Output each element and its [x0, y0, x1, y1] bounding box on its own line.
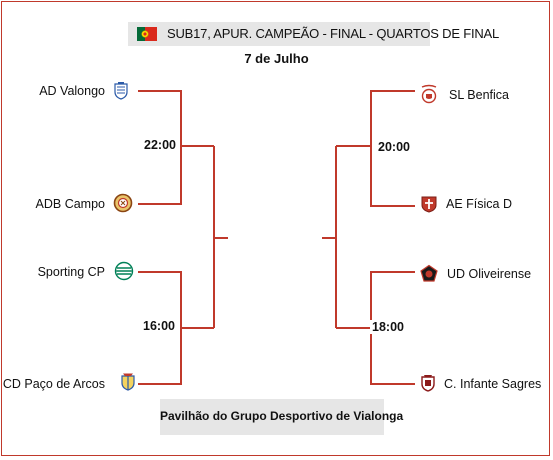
team-name-left: Sporting CP — [37, 265, 105, 279]
infante-sagres-crest-icon — [421, 375, 435, 392]
team-name-right: C. Infante Sagres — [444, 377, 542, 391]
team-name-left: ADB Campo — [35, 197, 105, 211]
valongo-crest-icon — [114, 82, 128, 100]
team-name-right: SL Benfica — [449, 88, 509, 102]
oliveirense-crest-icon — [420, 264, 438, 282]
team-name-right: UD Oliveirense — [447, 267, 532, 281]
bracket-line — [370, 90, 415, 207]
match-time: 18:00 — [370, 320, 406, 334]
benfica-crest-icon — [421, 84, 437, 104]
portugal-flag-icon — [137, 27, 157, 41]
match-time: 16:00 — [141, 319, 177, 333]
sporting-crest-icon — [114, 261, 134, 281]
adb-campo-crest-icon — [113, 193, 133, 213]
team-name-left: AD Valongo — [39, 84, 105, 98]
ae-fisica-crest-icon — [421, 196, 437, 213]
match-date: 7 de Julho — [244, 51, 309, 66]
team-name-right: AE Física D — [446, 197, 512, 211]
page-title: SUB17, APUR. CAMPEÃO - FINAL - QUARTOS D… — [167, 26, 500, 41]
venue-box: Pavilhão do Grupo Desportivo de Vialonga — [160, 399, 404, 435]
team-name-left: CD Paço de Arcos — [2, 377, 105, 391]
match-time: 22:00 — [142, 138, 178, 152]
paco-de-arcos-crest-icon — [121, 373, 135, 391]
bracket-line — [138, 90, 182, 205]
match-time: 20:00 — [376, 140, 412, 154]
title-bar: SUB17, APUR. CAMPEÃO - FINAL - QUARTOS D… — [128, 22, 499, 46]
venue-name: Pavilhão do Grupo Desportivo de Vialonga — [160, 409, 404, 423]
